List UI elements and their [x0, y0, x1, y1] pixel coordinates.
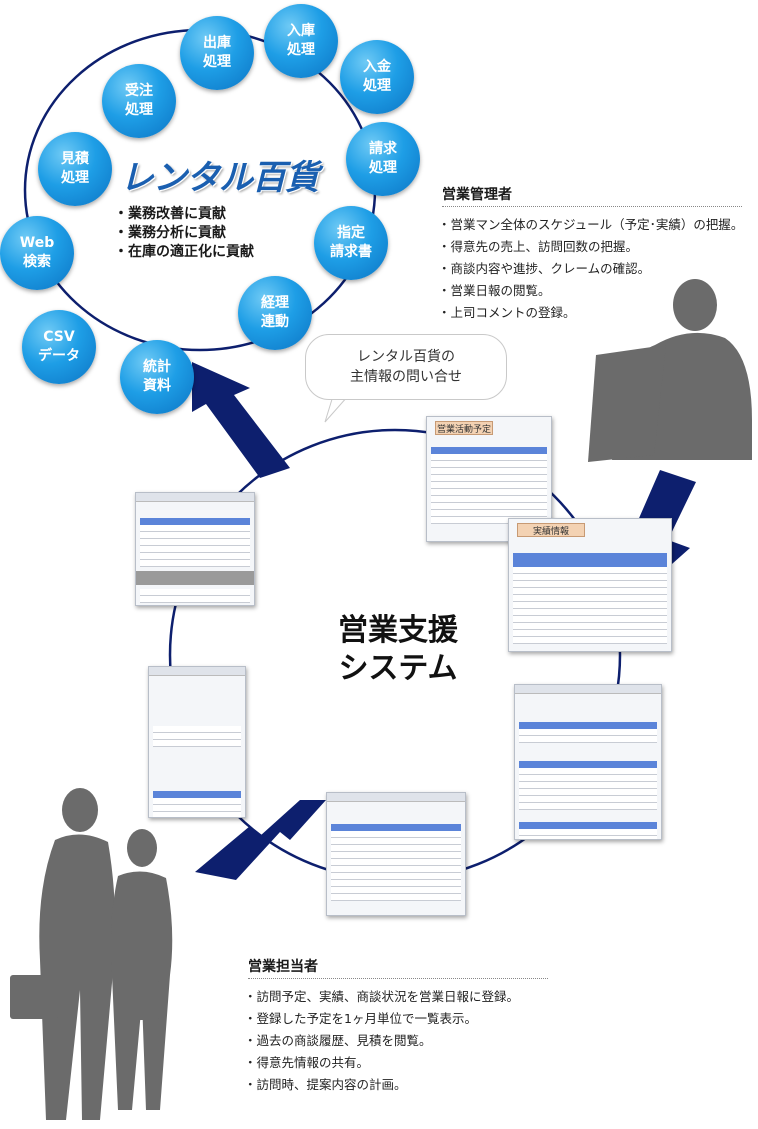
- cycle-item-receiving: 入庫 処理: [264, 4, 338, 78]
- cycle-item-web-search: Web 検索: [0, 216, 74, 290]
- query-arrow: [192, 362, 290, 478]
- manager-list: ・営業マン全体のスケジュール（予定･実績）の把握。 ・得意先の売上、訪問回数の把…: [438, 214, 743, 324]
- speech-bubble: レンタル百貨の 主情報の問い合せ: [305, 334, 507, 400]
- cycle-item-estimate: 見積 処理: [38, 132, 112, 206]
- benefit-item: ・在庫の適正化に貢献: [114, 244, 254, 260]
- staff-silhouette: [10, 788, 173, 1120]
- cycle-item-billing: 請求 処理: [346, 122, 420, 196]
- manager-title: 営業管理者: [442, 187, 512, 203]
- benefit-item: ・業務分析に貢献: [114, 225, 226, 241]
- manager-item: ・営業日報の閲覧。: [438, 283, 551, 298]
- cycle-item-csv: CSV データ: [22, 310, 96, 384]
- manager-item: ・営業マン全体のスケジュール（予定･実績）の把握。: [438, 217, 744, 232]
- brand-logo: レンタル百貨: [120, 158, 319, 198]
- staff-item: ・得意先情報の共有。: [244, 1055, 370, 1070]
- speech-line: 主情報の問い合せ: [350, 369, 462, 385]
- manager-item: ・商談内容や進捗、クレームの確認。: [438, 261, 651, 276]
- cycle-item-shipping: 出庫 処理: [180, 16, 254, 90]
- speech-line: レンタル百貨の: [357, 349, 455, 365]
- screen-plan: 営業活動予定: [426, 416, 552, 542]
- screen-record: 実績情報: [508, 518, 672, 652]
- cycle-item-payment: 入金 処理: [340, 40, 414, 114]
- cycle-item-accounting: 経理 連動: [238, 276, 312, 350]
- staff-item: ・訪問予定、実績、商談状況を営業日報に登録。: [244, 989, 520, 1004]
- staff-title: 営業担当者: [248, 959, 318, 975]
- cycle-item-order: 受注 処理: [102, 64, 176, 138]
- staff-item: ・過去の商談履歴、見積を閲覧。: [244, 1033, 432, 1048]
- staff-divider: [248, 978, 548, 979]
- screen-record-title: 実績情報: [517, 523, 585, 537]
- system-title-line: システム: [338, 651, 458, 686]
- screen-calendar: [135, 492, 255, 606]
- staff-item: ・登録した予定を1ヶ月単位で一覧表示。: [244, 1011, 477, 1026]
- cycle-item-statistics: 統計 資料: [120, 340, 194, 414]
- screen-customer-list: [326, 792, 466, 916]
- screen-plan-title: 営業活動予定: [435, 421, 493, 435]
- staff-item: ・訪問時、提案内容の計画。: [244, 1077, 407, 1092]
- staff-list: ・訪問予定、実績、商談状況を営業日報に登録。 ・登録した予定を1ヶ月単位で一覧表…: [244, 986, 519, 1096]
- screen-input-form: [148, 666, 246, 818]
- cycle-item-invoice: 指定 請求書: [314, 206, 388, 280]
- manager-divider: [442, 206, 742, 207]
- system-title-line: 営業支援: [338, 613, 458, 648]
- screen-detail: [514, 684, 662, 840]
- lightning-staff: [195, 800, 326, 880]
- manager-item: ・上司コメントの登録。: [438, 305, 576, 320]
- benefit-list: ・業務改善に貢献 ・業務分析に貢献 ・在庫の適正化に貢献: [114, 205, 254, 262]
- system-title: 営業支援 システム: [318, 612, 478, 688]
- benefit-item: ・業務改善に貢献: [114, 206, 226, 222]
- manager-item: ・得意先の売上、訪問回数の把握。: [438, 239, 639, 254]
- manager-silhouette: [588, 279, 752, 462]
